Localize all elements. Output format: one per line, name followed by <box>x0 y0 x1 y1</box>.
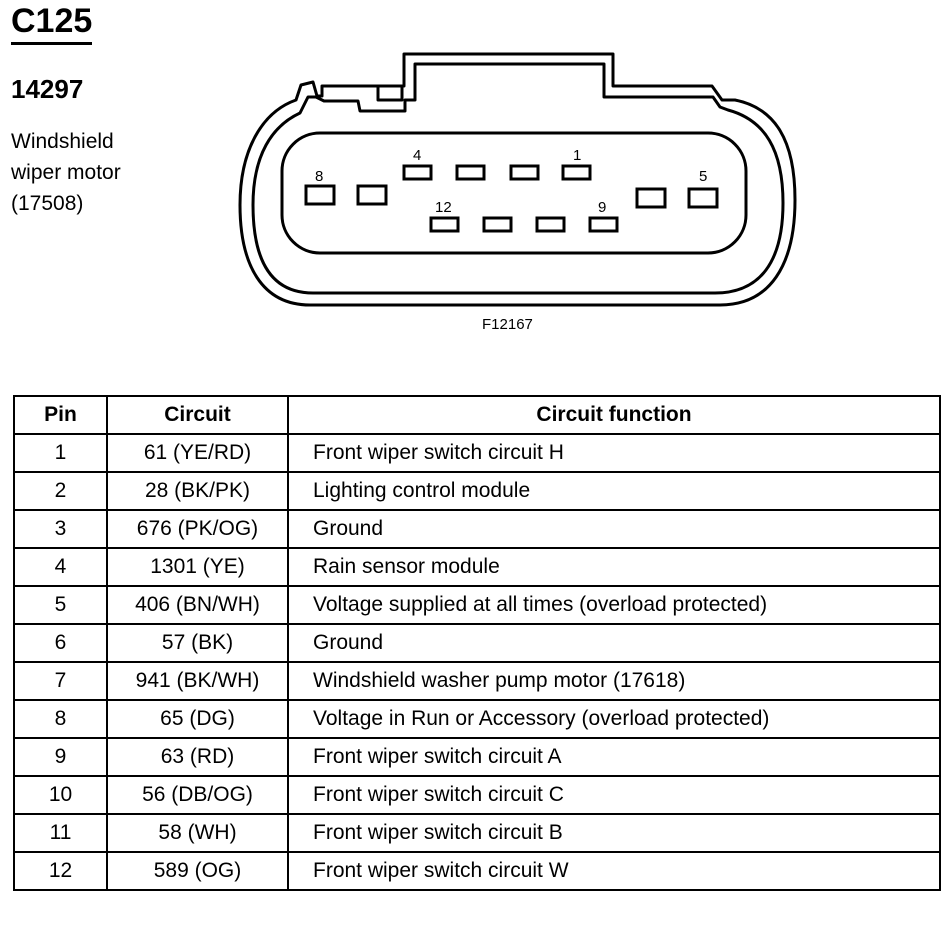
pin-label-1: 1 <box>573 147 581 164</box>
function-cell: Front wiper switch circuit H <box>287 433 941 473</box>
pin-cell: 6 <box>13 623 108 663</box>
pin-cavity <box>280 131 748 255</box>
terminal-1 <box>561 164 592 181</box>
terminal-9 <box>588 216 619 233</box>
table-row: 11 58 (WH) Front wiper switch circuit B <box>13 813 941 853</box>
circuit-cell: 406 (BN/WH) <box>106 585 289 625</box>
table-row: 1 61 (YE/RD) Front wiper switch circuit … <box>13 433 941 473</box>
function-cell: Front wiper switch circuit W <box>287 851 941 891</box>
terminal-11 <box>482 216 513 233</box>
description-line: (17508) <box>11 192 84 215</box>
table-row: 7 941 (BK/WH) Windshield washer pump mot… <box>13 661 941 701</box>
function-cell: Front wiper switch circuit B <box>287 813 941 853</box>
circuit-cell: 56 (DB/OG) <box>106 775 289 815</box>
component-description: Windshield wiper motor (17508) <box>11 126 121 219</box>
table-row: 6 57 (BK) Ground <box>13 623 941 663</box>
function-cell: Voltage in Run or Accessory (overload pr… <box>287 699 941 739</box>
pinout-table: Pin Circuit Circuit function 1 61 (YE/RD… <box>13 395 941 891</box>
terminal-6 <box>635 187 667 209</box>
circuit-cell: 61 (YE/RD) <box>106 433 289 473</box>
function-cell: Windshield washer pump motor (17618) <box>287 661 941 701</box>
function-cell: Lighting control module <box>287 471 941 511</box>
circuit-cell: 65 (DG) <box>106 699 289 739</box>
pin-cell: 4 <box>13 547 108 587</box>
circuit-cell: 63 (RD) <box>106 737 289 777</box>
table-row: 5 406 (BN/WH) Voltage supplied at all ti… <box>13 585 941 625</box>
table-row: 4 1301 (YE) Rain sensor module <box>13 547 941 587</box>
function-cell: Front wiper switch circuit A <box>287 737 941 777</box>
terminal-4 <box>402 164 433 181</box>
pin-cell: 5 <box>13 585 108 625</box>
header-circuit: Circuit <box>106 395 289 435</box>
part-number: 14297 <box>11 74 84 104</box>
pin-label-9: 9 <box>598 199 606 216</box>
terminal-2 <box>509 164 540 181</box>
function-cell: Front wiper switch circuit C <box>287 775 941 815</box>
terminal-7 <box>356 184 388 206</box>
table-row: 2 28 (BK/PK) Lighting control module <box>13 471 941 511</box>
circuit-cell: 941 (BK/WH) <box>106 661 289 701</box>
table-row: 3 676 (PK/OG) Ground <box>13 509 941 549</box>
terminal-10 <box>535 216 566 233</box>
pin-cell: 11 <box>13 813 108 853</box>
connector-inner-shell <box>251 62 785 295</box>
pin-label-12: 12 <box>435 199 452 216</box>
terminal-8 <box>304 184 336 206</box>
latch-notch <box>376 86 404 102</box>
pin-cell: 9 <box>13 737 108 777</box>
connector-id: C125 <box>11 2 93 45</box>
circuit-cell: 28 (BK/PK) <box>106 471 289 511</box>
figure-code: F12167 <box>482 316 533 333</box>
pin-label-8: 8 <box>315 168 323 185</box>
pin-cell: 1 <box>13 433 108 473</box>
terminal-3 <box>455 164 486 181</box>
table-row: 9 63 (RD) Front wiper switch circuit A <box>13 737 941 777</box>
pin-cell: 12 <box>13 851 108 891</box>
header-pin: Pin <box>13 395 108 435</box>
function-cell: Voltage supplied at all times (overload … <box>287 585 941 625</box>
connector-face-diagram: 4 1 8 5 12 9 <box>238 52 797 307</box>
table-row: 8 65 (DG) Voltage in Run or Accessory (o… <box>13 699 941 739</box>
header-function: Circuit function <box>287 395 941 435</box>
pin-cell: 7 <box>13 661 108 701</box>
table-row: 10 56 (DB/OG) Front wiper switch circuit… <box>13 775 941 815</box>
pin-cell: 2 <box>13 471 108 511</box>
circuit-cell: 589 (OG) <box>106 851 289 891</box>
pin-label-4: 4 <box>413 147 421 164</box>
pin-cell: 8 <box>13 699 108 739</box>
terminal-5 <box>687 187 719 209</box>
circuit-cell: 57 (BK) <box>106 623 289 663</box>
function-cell: Ground <box>287 509 941 549</box>
table-row: 12 589 (OG) Front wiper switch circuit W <box>13 851 941 891</box>
description-line: wiper motor <box>11 161 121 184</box>
connector-outer-shell <box>238 52 797 307</box>
function-cell: Ground <box>287 623 941 663</box>
pin-label-5: 5 <box>699 168 707 185</box>
table-header-row: Pin Circuit Circuit function <box>13 395 941 435</box>
terminal-12 <box>429 216 460 233</box>
pin-cell: 3 <box>13 509 108 549</box>
pin-cell: 10 <box>13 775 108 815</box>
function-cell: Rain sensor module <box>287 547 941 587</box>
circuit-cell: 58 (WH) <box>106 813 289 853</box>
description-line: Windshield <box>11 130 114 153</box>
circuit-cell: 676 (PK/OG) <box>106 509 289 549</box>
circuit-cell: 1301 (YE) <box>106 547 289 587</box>
